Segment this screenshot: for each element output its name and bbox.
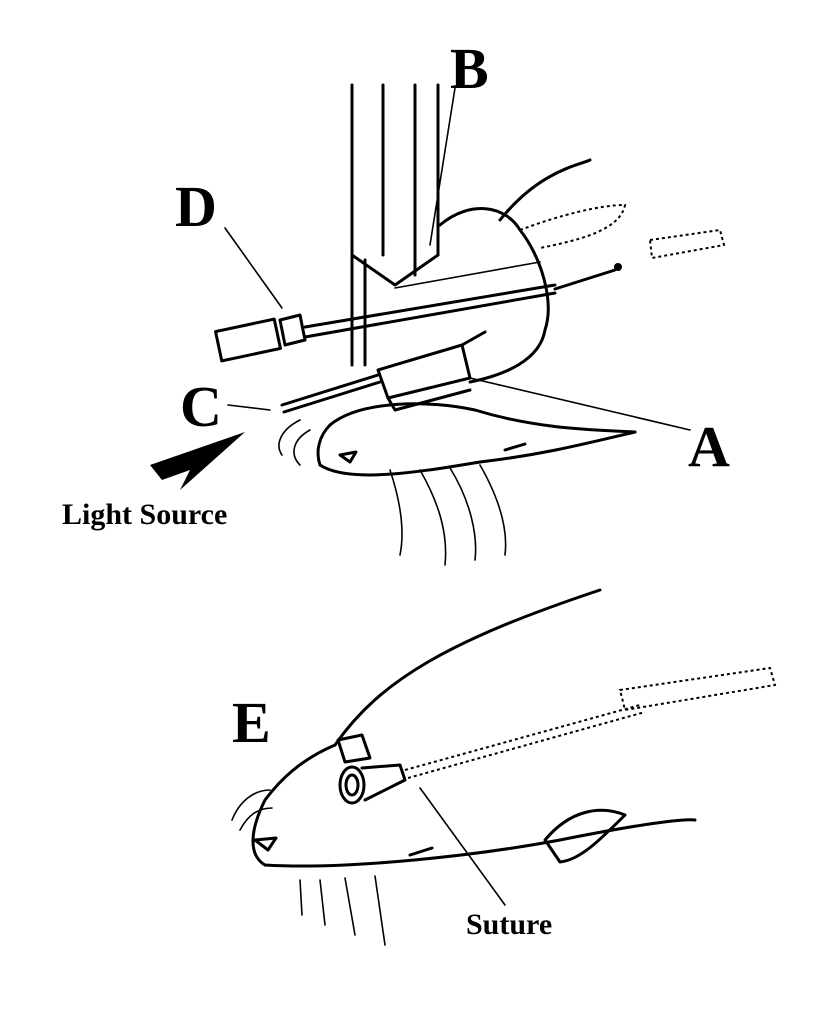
light-source-arrow bbox=[150, 432, 245, 490]
leader-c bbox=[227, 404, 271, 411]
fiber-c bbox=[280, 373, 382, 414]
label-b: B bbox=[450, 36, 489, 101]
label-suture: Suture bbox=[466, 908, 553, 941]
label-c: C bbox=[180, 374, 222, 439]
label-light-source: Light Source bbox=[62, 498, 228, 531]
label-e: E bbox=[232, 690, 271, 755]
implant-device bbox=[336, 666, 777, 805]
clamp-a bbox=[376, 330, 487, 412]
needle-d bbox=[214, 261, 622, 363]
leader-d bbox=[224, 227, 283, 309]
leader-b bbox=[429, 87, 456, 246]
animal-head-top bbox=[278, 158, 726, 566]
leader-suture bbox=[419, 787, 506, 906]
label-d: D bbox=[175, 174, 217, 239]
animal-body-bottom bbox=[231, 588, 697, 946]
label-a: A bbox=[688, 414, 730, 479]
holder-b bbox=[350, 83, 440, 367]
leader-a bbox=[469, 377, 691, 431]
